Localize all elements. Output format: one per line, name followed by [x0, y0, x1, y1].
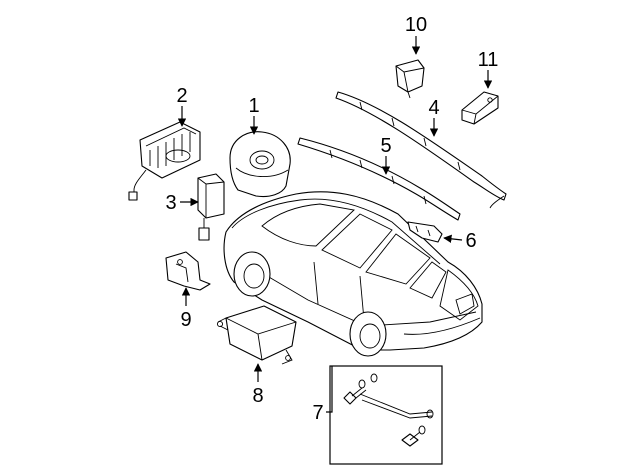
part-1-driver-airbag — [229, 131, 291, 198]
callout-1: 1 — [248, 95, 259, 117]
part-8-control-module — [216, 305, 297, 365]
callout-9: 9 — [180, 309, 191, 331]
part-5-side-curtain — [297, 137, 461, 221]
callout-5: 5 — [380, 135, 391, 157]
callout-3: 3 — [165, 192, 176, 214]
callout-labels: 1 2 3 4 5 6 7 8 9 10 11 — [165, 14, 498, 424]
part-11-sensor — [461, 91, 499, 125]
callout-6: 6 — [465, 230, 476, 252]
vehicle-wagon-outline — [223, 191, 483, 357]
callout-7: 7 — [312, 402, 323, 424]
callout-8: 8 — [252, 385, 263, 407]
part-7-hardware-kit — [329, 365, 443, 465]
callout-10: 10 — [405, 14, 427, 36]
part-10-sensor — [395, 59, 425, 99]
part-9-bracket — [165, 251, 211, 291]
callout-4: 4 — [428, 97, 439, 119]
part-3-sensor-module — [197, 173, 225, 241]
callout-leaders — [177, 36, 493, 413]
part-6-impact-sensor — [407, 221, 443, 243]
part-4-curtain-airbag — [335, 91, 507, 209]
part-2-passenger-airbag — [128, 121, 201, 201]
kit-box — [329, 365, 443, 465]
callout-2: 2 — [176, 85, 187, 107]
callout-11: 11 — [478, 49, 499, 71]
